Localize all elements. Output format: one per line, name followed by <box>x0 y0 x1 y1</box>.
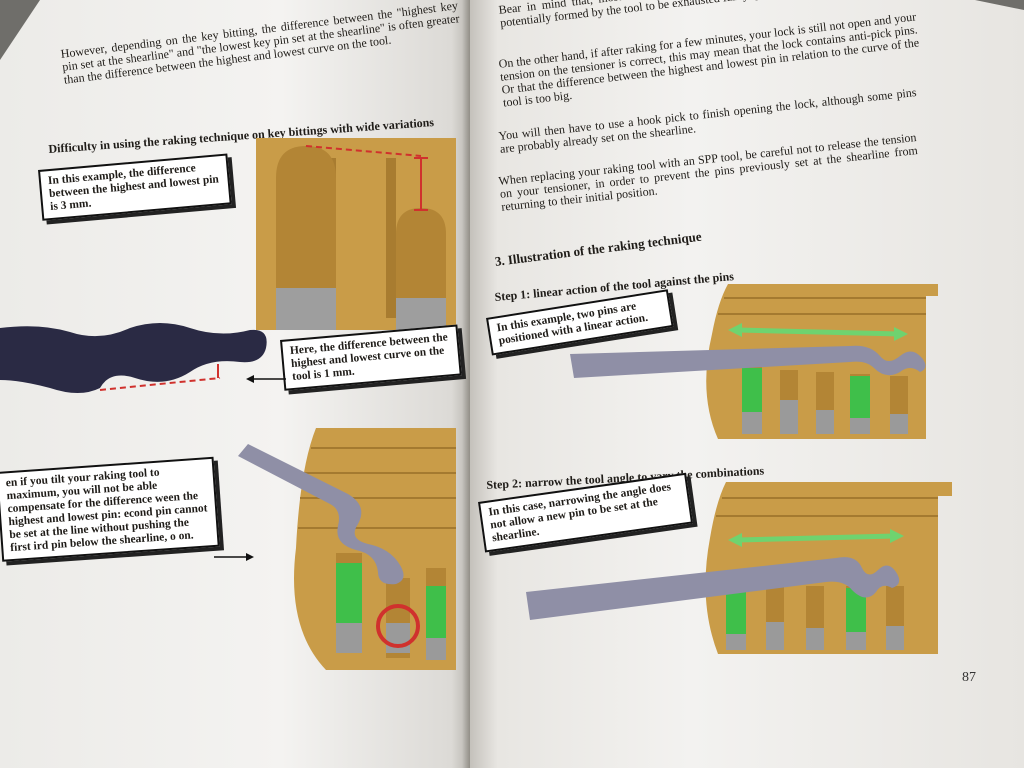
arrow-left-icon <box>246 375 286 383</box>
left-intro-block: However, depending on the key bitting, t… <box>60 0 462 87</box>
arrow-right-icon <box>214 553 254 561</box>
raking-tool-tilted <box>238 444 404 585</box>
lock-illustration-1 <box>256 138 456 330</box>
left-page: However, depending on the key bitting, t… <box>0 0 470 768</box>
key-silhouette <box>0 323 267 393</box>
left-intro-text: However, depending on the key bitting, t… <box>59 0 461 87</box>
raking-tool-step-1 <box>570 345 926 378</box>
section-title-block: 3. Illustration of the raking technique <box>494 217 794 269</box>
callout-pin-difference: In this example, the difference between … <box>38 153 232 221</box>
raking-tool-step-2 <box>526 557 900 620</box>
section-title: 3. Illustration of the raking technique <box>494 228 703 269</box>
page-number: 87 <box>962 670 976 685</box>
callout-tool-difference: Here, the difference between the highest… <box>280 324 462 391</box>
right-page: Bear in mind that, most of the time, the… <box>470 0 1024 768</box>
callout-tilt-limit: en if you tilt your raking tool to maxim… <box>0 456 220 562</box>
